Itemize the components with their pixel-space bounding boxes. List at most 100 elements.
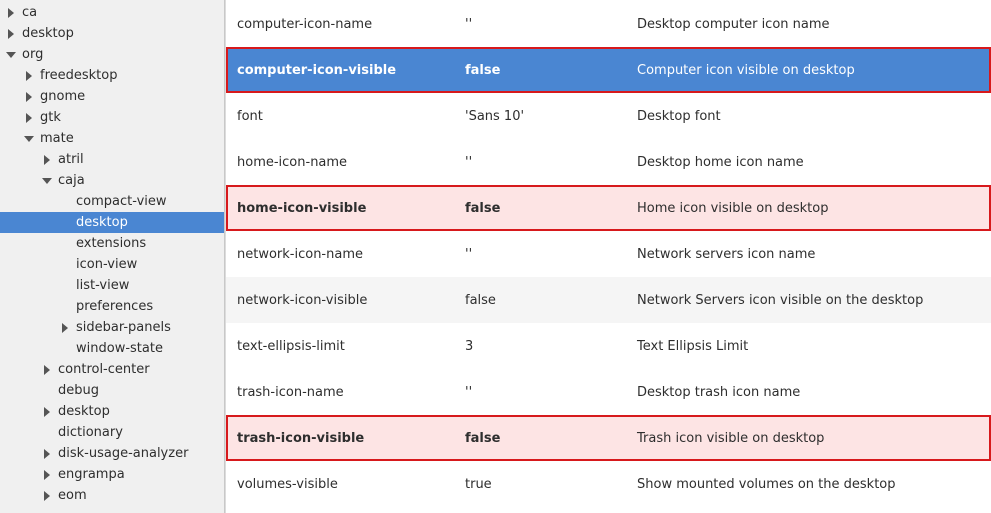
key-description: Show mounted volumes on the desktop [637, 476, 896, 492]
key-name: computer-icon-name [237, 16, 373, 32]
key-row-network-icon-name[interactable]: network-icon-name '' Network servers icon … [226, 231, 991, 277]
key-description: Desktop font [637, 108, 721, 124]
tree-item-compact-view[interactable]: compact-view [0, 191, 224, 212]
tree-item-disk-usage-analyzer[interactable]: disk-usage-analyzer [0, 443, 224, 464]
pane-divider[interactable] [224, 0, 226, 513]
tree-item-label: icon-view [76, 257, 138, 272]
tree-item-atril[interactable]: atril [0, 149, 224, 170]
expander-spacer [58, 216, 72, 230]
tree-item-engrampa[interactable]: engrampa [0, 464, 224, 485]
key-description: Network servers icon name [637, 246, 816, 262]
tree-item-window-state[interactable]: window-state [0, 338, 224, 359]
tree-item-preferences[interactable]: preferences [0, 296, 224, 317]
key-value: '' [465, 246, 473, 262]
key-name: home-icon-visible [237, 200, 367, 216]
key-row-computer-icon-name[interactable]: computer-icon-name''Desktop computer ico… [226, 1, 991, 47]
tree-item-label: sidebar-panels [76, 320, 171, 335]
expander-right-icon[interactable] [4, 27, 18, 41]
key-name: home-icon-name [237, 154, 348, 170]
expander-right-icon[interactable] [40, 405, 54, 419]
expander-right-icon[interactable] [58, 321, 72, 335]
tree-item-label: preferences [76, 299, 154, 314]
key-name: text-ellipsis-limit [237, 338, 345, 354]
expander-down-icon[interactable] [4, 48, 18, 62]
expander-spacer [58, 342, 72, 356]
tree-item-desktop[interactable]: desktop [0, 23, 224, 44]
expander-spacer [58, 195, 72, 209]
key-name: network-icon-visible [237, 292, 368, 308]
key-description: Desktop trash icon name [637, 384, 801, 400]
key-value: false [465, 292, 496, 308]
tree-item-label: extensions [76, 236, 147, 251]
key-row-trash-icon-name[interactable]: trash-icon-name '' Desktop trash icon name [226, 369, 991, 415]
tree-item-freedesktop[interactable]: freedesktop [0, 65, 224, 86]
tree-item-label: eom [58, 488, 87, 503]
tree-item-org[interactable]: org [0, 44, 224, 65]
expander-right-icon[interactable] [40, 468, 54, 482]
tree-item-label: ca [22, 5, 38, 20]
key-row-font[interactable]: font 'Sans 10' Desktop font [226, 93, 991, 139]
key-row-home-icon-name[interactable]: home-icon-name''Desktop home icon name [226, 139, 991, 185]
expander-spacer [40, 426, 54, 440]
key-description: Home icon visible on desktop [637, 200, 829, 216]
tree-item-gnome[interactable]: gnome [0, 86, 224, 107]
tree-item-gtk[interactable]: gtk [0, 107, 224, 128]
tree-item-label: debug [58, 383, 99, 398]
key-name: font [237, 108, 263, 124]
tree-item-desktop[interactable]: desktop [0, 401, 224, 422]
expander-right-icon[interactable] [22, 69, 36, 83]
tree-item-sidebar-panels[interactable]: sidebar-panels [0, 317, 224, 338]
key-name: volumes-visible [237, 476, 338, 492]
key-description: Computer icon visible on desktop [637, 62, 855, 78]
expander-down-icon[interactable] [40, 174, 54, 188]
expander-right-icon[interactable] [22, 90, 36, 104]
expander-right-icon[interactable] [22, 111, 36, 125]
tree-item-list-view[interactable]: list-view [0, 275, 224, 296]
tree-item-ca[interactable]: ca [0, 2, 224, 23]
key-name: trash-icon-name [237, 384, 344, 400]
tree-item-mate[interactable]: mate [0, 128, 224, 149]
tree-item-label: engrampa [58, 467, 125, 482]
key-row-home-icon-visible[interactable]: home-icon-visible false Home icon visible … [226, 185, 991, 231]
key-value: '' [465, 384, 473, 400]
expander-spacer [58, 237, 72, 251]
tree-item-label: mate [40, 131, 74, 146]
tree-item-desktop[interactable]: desktop [0, 212, 224, 233]
key-value: '' [465, 16, 473, 32]
tree-item-label: caja [58, 173, 85, 188]
expander-right-icon[interactable] [4, 6, 18, 20]
key-name: trash-icon-visible [237, 430, 365, 446]
tree-item-label: compact-view [76, 194, 167, 209]
key-name: network-icon-name [237, 246, 363, 262]
key-value: false [465, 430, 501, 446]
expander-right-icon[interactable] [40, 153, 54, 167]
key-description: Text Ellipsis Limit [637, 338, 749, 354]
expander-spacer [40, 384, 54, 398]
expander-right-icon[interactable] [40, 447, 54, 461]
expander-spacer [58, 279, 72, 293]
key-value: 'Sans 10' [465, 108, 525, 124]
expander-spacer [58, 300, 72, 314]
tree-item-eom[interactable]: eom [0, 485, 224, 506]
tree-item-label: disk-usage-analyzer [58, 446, 189, 461]
expander-down-icon[interactable] [22, 132, 36, 146]
key-value: false [465, 200, 501, 216]
expander-right-icon[interactable] [40, 363, 54, 377]
tree-item-icon-view[interactable]: icon-view [0, 254, 224, 275]
tree-item-label: desktop [22, 26, 74, 41]
expander-right-icon[interactable] [40, 489, 54, 503]
tree-item-control-center[interactable]: control-center [0, 359, 224, 380]
tree-item-extensions[interactable]: extensions [0, 233, 224, 254]
tree-item-label: desktop [76, 215, 128, 230]
tree-item-label: gtk [40, 110, 61, 125]
tree-item-debug[interactable]: debug [0, 380, 224, 401]
tree-item-label: gnome [40, 89, 86, 104]
tree-item-caja[interactable]: caja [0, 170, 224, 191]
tree-item-dictionary[interactable]: dictionary [0, 422, 224, 443]
